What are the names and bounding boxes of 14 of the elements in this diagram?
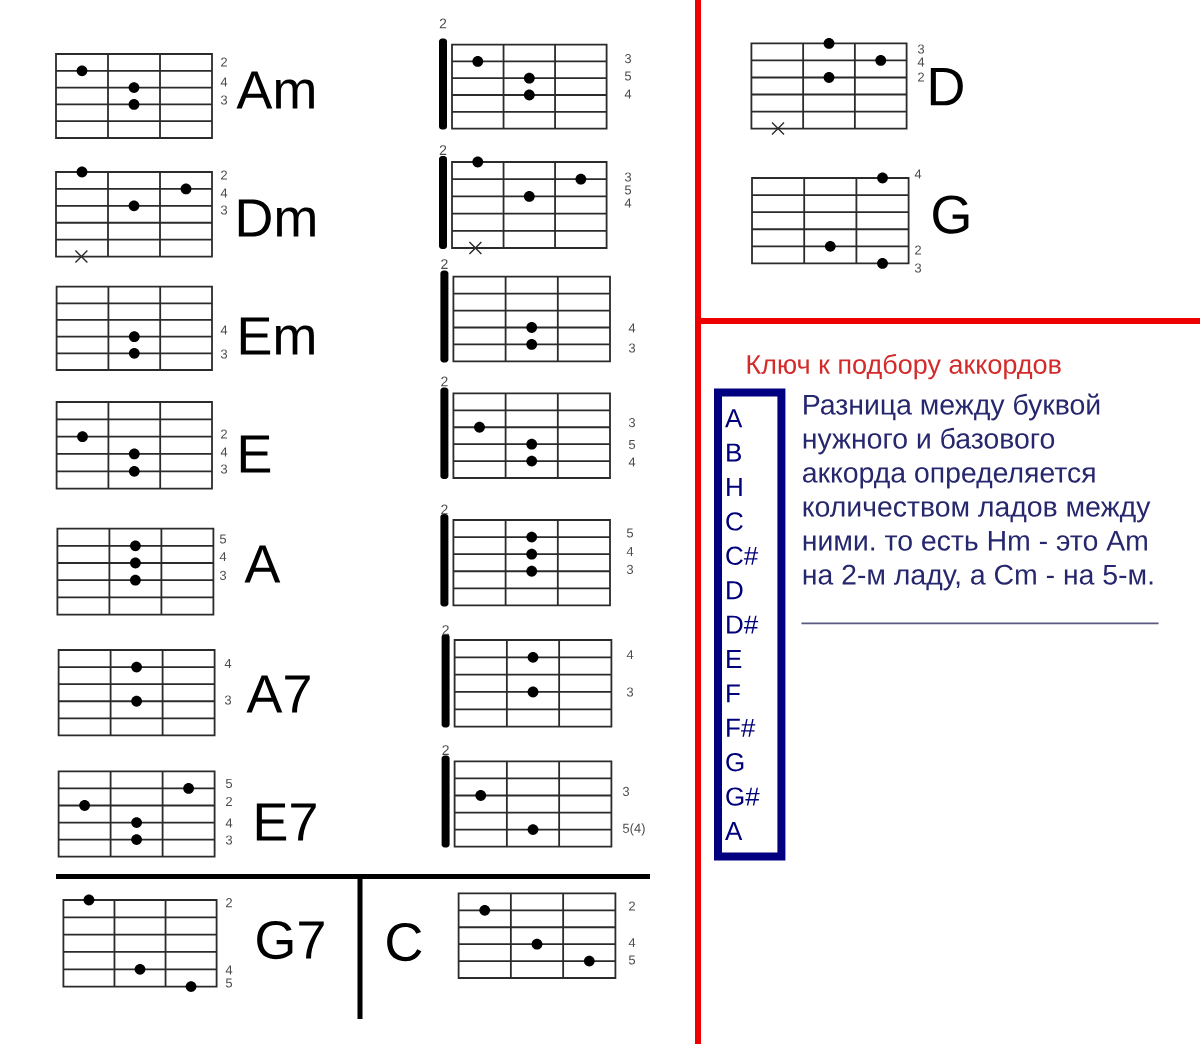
chord-name: C [387,922,422,962]
chord-name: A7 [246,675,310,713]
explanation-text: Разница между буквой нужного и базового аккорда определяется количеством ладов между ними. то есть Hm - это Am на 2-м ладу, а Cm - на 5-м. [803,393,1153,591]
chord-name: Am [236,71,314,109]
note-list-box: A B H C C# D D# E F F# G G# A [714,388,786,861]
chord-name: A [244,545,281,583]
chord-name: Dm [238,199,315,237]
chord-name: E [240,435,271,473]
chord-name: E7 [256,803,316,841]
chord-name: D [930,68,963,106]
key-heading: Ключ к подбору аккордов [747,353,1061,380]
chord-name: Em [240,317,314,355]
chord-name: G [933,195,969,234]
chord-name: G7 [257,920,324,960]
